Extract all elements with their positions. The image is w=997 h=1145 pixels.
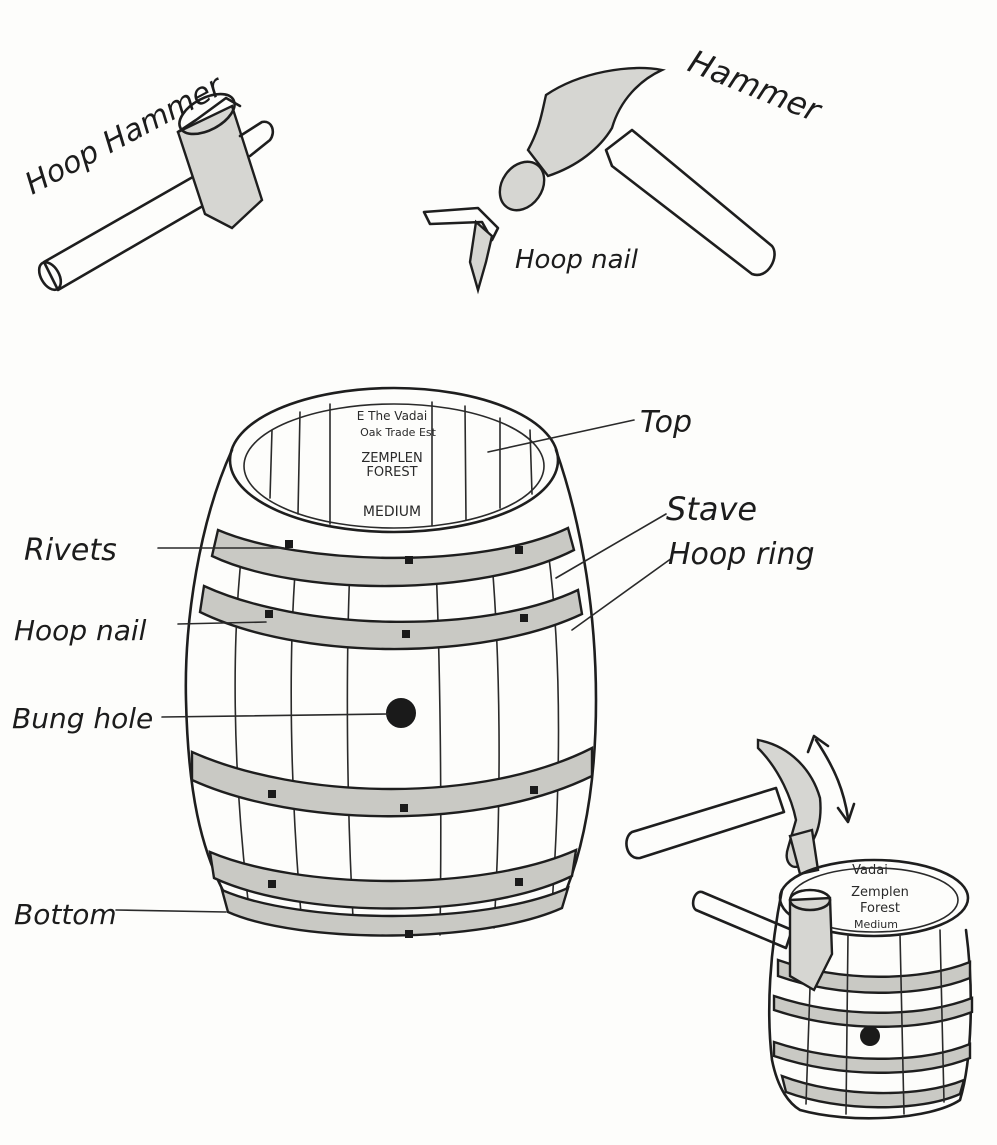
hoop-nail-label: Hoop nail: [14, 614, 147, 647]
top-label: Top: [640, 405, 692, 440]
hoop-ring-label: Hoop ring: [668, 537, 815, 572]
small-stamp-line1: Vadai: [852, 863, 888, 878]
small-barrel-scene: Vadai Zemplen Forest Medium: [625, 734, 974, 1120]
large-stamp-line3: ZEMPLEN: [361, 451, 422, 466]
small-stamp-line3: Forest: [860, 901, 900, 916]
small-stamp-line2: Zemplen: [851, 885, 909, 900]
rivets-label: Rivets: [24, 533, 117, 568]
stave-label: Stave: [666, 490, 757, 528]
bung-hole: [386, 698, 416, 728]
leader-lines: [115, 419, 673, 913]
hoop-hammer-icon: [37, 92, 275, 292]
large-barrel: E The Vadai Oak Trade Est ZEMPLEN FOREST…: [184, 386, 598, 938]
small-hoop-hammer-icon: [691, 888, 834, 992]
hoop-nail-tool-icon: [422, 206, 500, 295]
swing-arrow-icon: [806, 734, 856, 824]
claw-hammer-icon: [498, 66, 776, 277]
large-stamp-line2: Oak Trade Est: [360, 426, 437, 439]
small-claw-hammer-icon: [625, 738, 822, 876]
hammer-label: Hammer: [683, 42, 828, 130]
large-stamp-line5: MEDIUM: [363, 504, 421, 520]
bung-hole-label: Bung hole: [12, 702, 153, 735]
small-stamp-line4: Medium: [854, 918, 898, 931]
small-bung-hole: [860, 1026, 880, 1046]
large-stamp-line4: FOREST: [366, 465, 417, 480]
bottom-label: Bottom: [14, 898, 117, 931]
large-stamp-line1: E The Vadai: [357, 409, 427, 423]
hoop-nail-tool-label: Hoop nail: [515, 245, 639, 275]
rivets: [265, 540, 538, 938]
